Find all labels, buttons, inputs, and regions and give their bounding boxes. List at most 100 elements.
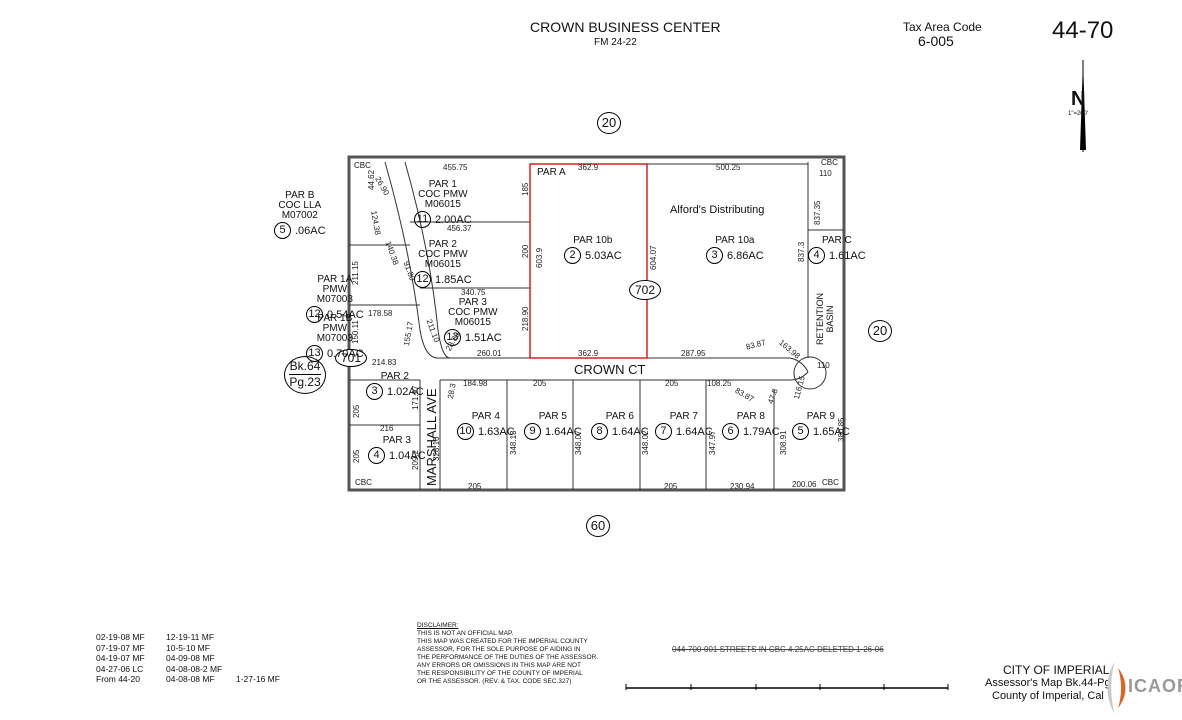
dimension-label: 287.95 (681, 349, 706, 358)
par-a-label: PAR A (537, 167, 566, 178)
parcel-label-line: M07002 (281, 210, 318, 221)
parcel-number: 5 (274, 222, 291, 239)
dimension-label: 184.98 (463, 379, 488, 388)
parcel-label-line: PAR C (821, 235, 852, 246)
dimension-label: 110 (819, 169, 832, 178)
parcel-par-4: PAR 4 10 1.63AC (457, 412, 515, 440)
parcel-acreage: 1.64AC (545, 425, 582, 438)
dimension-label: 209.2 (411, 449, 420, 470)
scale-bar (625, 684, 949, 690)
parcel-acreage: 1.79AC (743, 425, 780, 438)
parcel-label-line: PAR 5 (538, 411, 567, 422)
dimension-label: 348.07 (574, 430, 583, 455)
crown-ct-label: CROWN CT (574, 362, 646, 377)
revision-entry: 10-5-10 MF (166, 642, 210, 653)
parcel-par-5: PAR 5 9 1.64AC (524, 412, 582, 440)
dimension-label: 205 (352, 404, 361, 418)
dimension-label: 328.16 (432, 436, 441, 461)
revision-entry: From 44-20 (96, 674, 140, 684)
parcel-number: 9 (524, 423, 541, 440)
dimension-label: 348.02 (641, 430, 650, 455)
parcel-number: 6 (722, 423, 739, 440)
parcel-acreage: 1.02AC (387, 385, 424, 398)
scale-label: 1"=200' (1068, 111, 1089, 117)
dimension-label: 211.15 (351, 261, 360, 285)
parcel-acreage: 1.85AC (435, 273, 472, 286)
parcel-acreage: 0.54AC (327, 308, 364, 321)
north-arrow-icon (1080, 60, 1086, 152)
parcel-label-line: PAR 2 (428, 239, 457, 250)
parcel-acreage: 1.64AC (612, 425, 649, 438)
parcel-label-line: PMW (322, 323, 348, 334)
parcel-number: 13 (306, 345, 323, 362)
parcel-label-line: PAR 1B (317, 313, 353, 324)
parcel-lines (349, 162, 844, 490)
dimension-label: 380.85 (837, 417, 846, 442)
circle-number-right: 20 (868, 320, 892, 342)
parcel-label-line: PAR 10b (573, 235, 613, 246)
alford-label: Alford's Distributing (670, 204, 765, 216)
dimension-label: 362.9 (578, 163, 599, 172)
disclaimer-line: THE PERFORMANCE OF THE DUTIES OF THE ASS… (417, 654, 599, 661)
parcel-label-line: COC LLA (278, 200, 322, 211)
dimension-label: 347.97 (708, 430, 717, 455)
parcel-number: 5 (792, 423, 809, 440)
parcel-par-7: PAR 7 7 1.64AC (655, 412, 713, 440)
circle-number-bottom: 60 (586, 515, 610, 537)
dimension-label: 44.62 (367, 169, 376, 190)
parcel-par-6: PAR 6 8 1.64AC (591, 412, 649, 440)
parcel-par-2s: PAR 2 3 1.02AC (366, 372, 424, 400)
parcel-label-line: PAR 2 (380, 371, 409, 382)
dimension-label: 260.01 (477, 349, 502, 358)
parcel-label-line: COC PMW (448, 307, 498, 318)
highlighted-parcel-10b (529, 163, 648, 359)
parcel-label-line: M06015 (454, 317, 491, 328)
dimension-label: 500.25 (716, 163, 741, 172)
parcel-acreage: 0.70AC (327, 347, 364, 360)
book-ref: Bk.64 (289, 359, 321, 375)
dimension-label: 150.11 (351, 320, 360, 344)
parcel-par-c: PAR C 4 1.61AC (808, 236, 866, 264)
book-page-ref: Bk.64 Pg.23 (284, 356, 326, 394)
dimension-label: 230.94 (730, 482, 755, 491)
dimension-label: 837.35 (813, 200, 822, 225)
parcel-label-line: PAR 1A (317, 274, 353, 285)
parcel-acreage: 1.65AC (813, 425, 850, 438)
revision-entry: 04-08-08 MF (166, 674, 215, 684)
disclaimer-line: THIS MAP WAS CREATED FOR THE IMPERIAL CO… (417, 638, 588, 645)
revision-entry: 02-19-08 MF (96, 632, 145, 642)
parcel-label-line: COC PMW (418, 249, 468, 260)
disclaimer-line: OR THE ASSESSOR. (REV. & TAX. CODE SEC.3… (417, 678, 572, 685)
dimension-label: 205 (468, 482, 482, 491)
dimension-label: 348.13 (509, 430, 518, 455)
dimension-label: 110 (817, 361, 830, 370)
parcel-acreage: 1.51AC (465, 331, 502, 344)
circle-number-701: 701 (335, 349, 367, 367)
parcel-number: 8 (591, 423, 608, 440)
footer-assessor: Assessor's Map Bk.44-Pg (985, 677, 1111, 689)
parcel-label-line: PAR B (285, 190, 315, 201)
parcel-par-9: PAR 9 5 1.65AC (792, 412, 850, 440)
disclaimer-line: ANY ERRORS OR OMISSIONS IN THIS MAP ARE … (417, 662, 581, 669)
parcel-number: 3 (706, 247, 723, 264)
dimension-label: 837.3 (797, 241, 806, 262)
retention-basin-label: RETENTION BASIN (815, 292, 835, 345)
dimension-label: 205 (533, 379, 547, 388)
disclaimer-line: THIS IS NOT AN OFFICIAL MAP. (417, 630, 514, 637)
parcel-label-line: COC PMW (418, 189, 468, 200)
deleted-note: 044-700-001 STREETS IN CBC 4.25AC DELETE… (672, 645, 884, 654)
parcel-label-line: PAR 3 (458, 297, 487, 308)
disclaimer-heading: DISCLAIMER: (417, 622, 459, 629)
parcel-number: 4 (368, 447, 385, 464)
parcel-par-10a: PAR 10a 3 6.86AC (706, 236, 764, 264)
revision-entry: 12-19-11 MF (166, 632, 215, 642)
dimension-label: 171.97 (411, 385, 420, 410)
map-title: CROWN BUSINESS CENTER (530, 19, 721, 35)
parcel-label-line: M07003 (316, 333, 353, 344)
parcel-par-8: PAR 8 6 1.79AC (722, 412, 780, 440)
parcel-number: 4 (808, 247, 825, 264)
cbc-label-tl: CBC (354, 161, 371, 170)
parcel-label-line: PAR 10a (715, 235, 755, 246)
